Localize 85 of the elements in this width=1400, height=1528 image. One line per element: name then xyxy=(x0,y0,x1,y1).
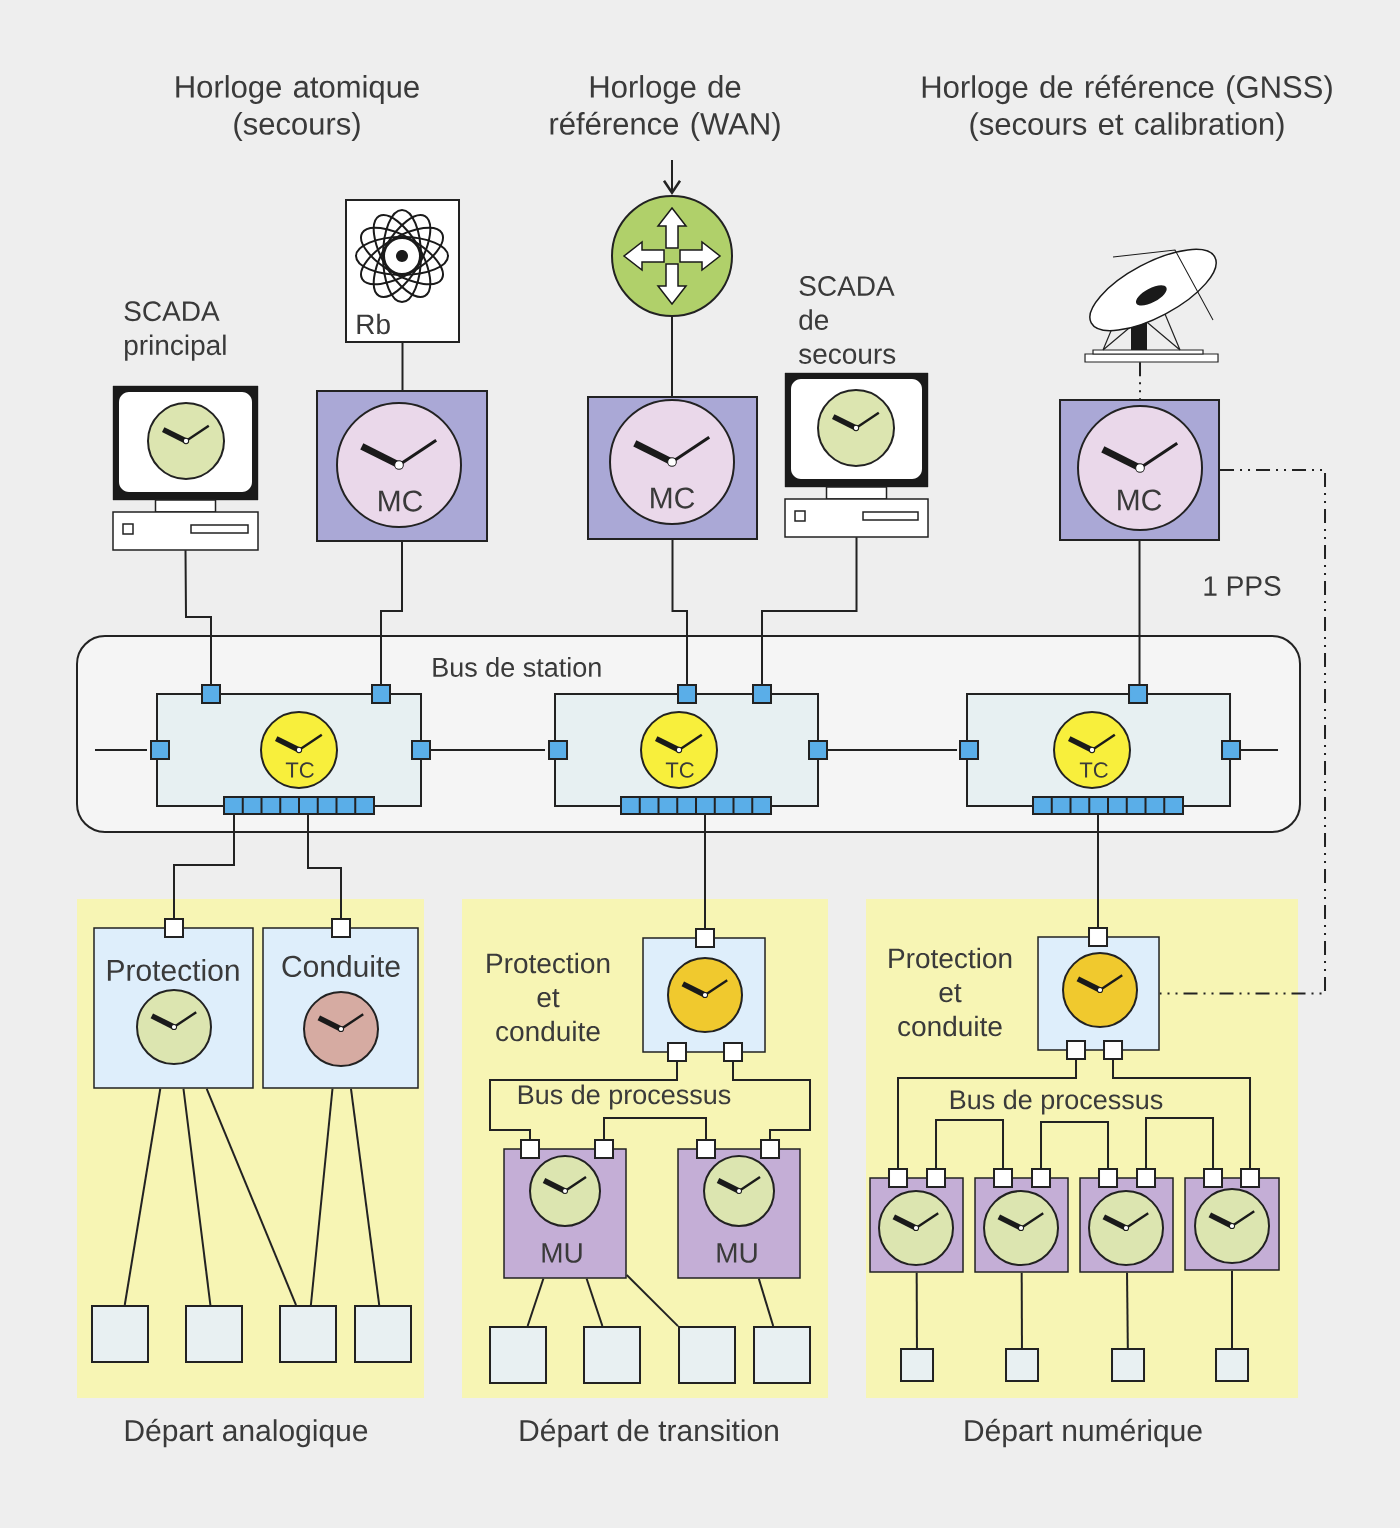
connector-line xyxy=(625,1273,679,1328)
connector-line xyxy=(1112,1058,1251,1170)
connector-line xyxy=(1040,1121,1109,1170)
node-label: SCADA principal xyxy=(124,301,226,361)
equipment-box xyxy=(1215,1348,1249,1382)
merging-unit-box xyxy=(1184,1168,1280,1271)
connector-line xyxy=(761,536,858,685)
connector-line xyxy=(585,1277,604,1327)
clock-source-heading: Horloge de référence (WAN) xyxy=(550,75,780,141)
connector-line xyxy=(1231,1269,1233,1349)
equipment-box xyxy=(185,1305,243,1363)
clock-source-heading: Horloge atomique (secours) xyxy=(176,75,419,141)
bus-label: Bus de processus xyxy=(518,1084,731,1110)
switch-box: TC xyxy=(150,684,431,815)
device-box: Protection et conduite xyxy=(889,927,1160,1060)
dash-dot-line xyxy=(1158,469,1326,995)
node-label: Protection et conduite xyxy=(889,947,1012,1037)
arrow xyxy=(662,159,682,195)
equipment-box xyxy=(1111,1348,1145,1382)
node-label: Départ analogique xyxy=(125,1418,368,1448)
node-label: Départ numérique xyxy=(965,1418,1202,1448)
connector-line xyxy=(897,1058,1077,1170)
connector-line xyxy=(1239,749,1279,751)
connector-line xyxy=(309,1087,334,1306)
router-symbol xyxy=(611,195,733,317)
connector-line xyxy=(671,316,673,397)
connector-line xyxy=(173,814,235,920)
connector-line xyxy=(1097,814,1099,929)
connector-line xyxy=(205,1087,298,1306)
master-clock-box: MC xyxy=(587,396,758,540)
connector-line xyxy=(1126,1271,1129,1349)
connector-line xyxy=(1138,540,1141,685)
equipment-box xyxy=(91,1305,149,1363)
clock-source-heading: Horloge de référence (GNSS) (secours et calibration) xyxy=(922,74,1332,142)
device-box: Protection xyxy=(93,918,254,1089)
connector-line xyxy=(526,1277,545,1327)
merging-unit-box xyxy=(869,1168,964,1273)
connector-line xyxy=(1020,1271,1023,1349)
connector-line xyxy=(489,1060,678,1141)
connector-line xyxy=(350,1087,381,1306)
connector-line xyxy=(401,342,404,391)
connector-line xyxy=(94,749,148,751)
node-label: SCADA de secours xyxy=(798,276,896,364)
device-box: Protection et conduite xyxy=(487,928,766,1062)
node-label: Protection et conduite xyxy=(487,952,610,1042)
equipment-box xyxy=(678,1326,736,1384)
equipment-box xyxy=(1005,1348,1039,1382)
connector-line xyxy=(827,749,958,751)
equipment-box xyxy=(753,1326,811,1384)
dash-dot-line xyxy=(1139,361,1141,400)
switch-box: TC xyxy=(959,684,1241,815)
connector-line xyxy=(915,1271,918,1349)
switch-box: TC xyxy=(548,684,828,815)
equipment-box xyxy=(489,1326,547,1384)
atomic-clock-box: Rb xyxy=(345,199,460,343)
connector-line xyxy=(757,1277,775,1327)
connector-line xyxy=(704,814,706,930)
equipment-box xyxy=(583,1326,641,1384)
device-box: Conduite xyxy=(262,918,419,1089)
equipment-box xyxy=(900,1348,934,1382)
connector-line xyxy=(603,1117,707,1141)
connector-line xyxy=(732,1060,811,1141)
computer-drawing: SCADA principal xyxy=(112,301,259,551)
connector-line xyxy=(671,539,688,685)
merging-unit-box xyxy=(974,1168,1069,1273)
connector-line xyxy=(184,549,212,685)
merging-unit-box: MU xyxy=(677,1139,801,1279)
equipment-box xyxy=(354,1305,412,1363)
edge-label: 1 PPS xyxy=(1200,574,1284,598)
connector-line xyxy=(935,1119,1004,1170)
bus-label: Bus de processus xyxy=(950,1089,1163,1115)
connector-line xyxy=(307,814,342,920)
connector-line xyxy=(182,1087,212,1306)
computer-drawing: SCADA de secours xyxy=(784,276,929,538)
connector-line xyxy=(1145,1117,1214,1170)
connector-line xyxy=(380,541,403,685)
equipment-box xyxy=(279,1305,337,1363)
merging-unit-box xyxy=(1079,1168,1174,1273)
merging-unit-box: MU xyxy=(503,1139,627,1279)
master-clock-box: MC xyxy=(1059,399,1220,541)
node-label: Départ de transition xyxy=(520,1418,778,1448)
satellite-dish-drawing xyxy=(1084,248,1219,363)
connector-line xyxy=(430,749,546,751)
connector-line xyxy=(123,1087,162,1306)
master-clock-box: MC xyxy=(316,390,488,542)
